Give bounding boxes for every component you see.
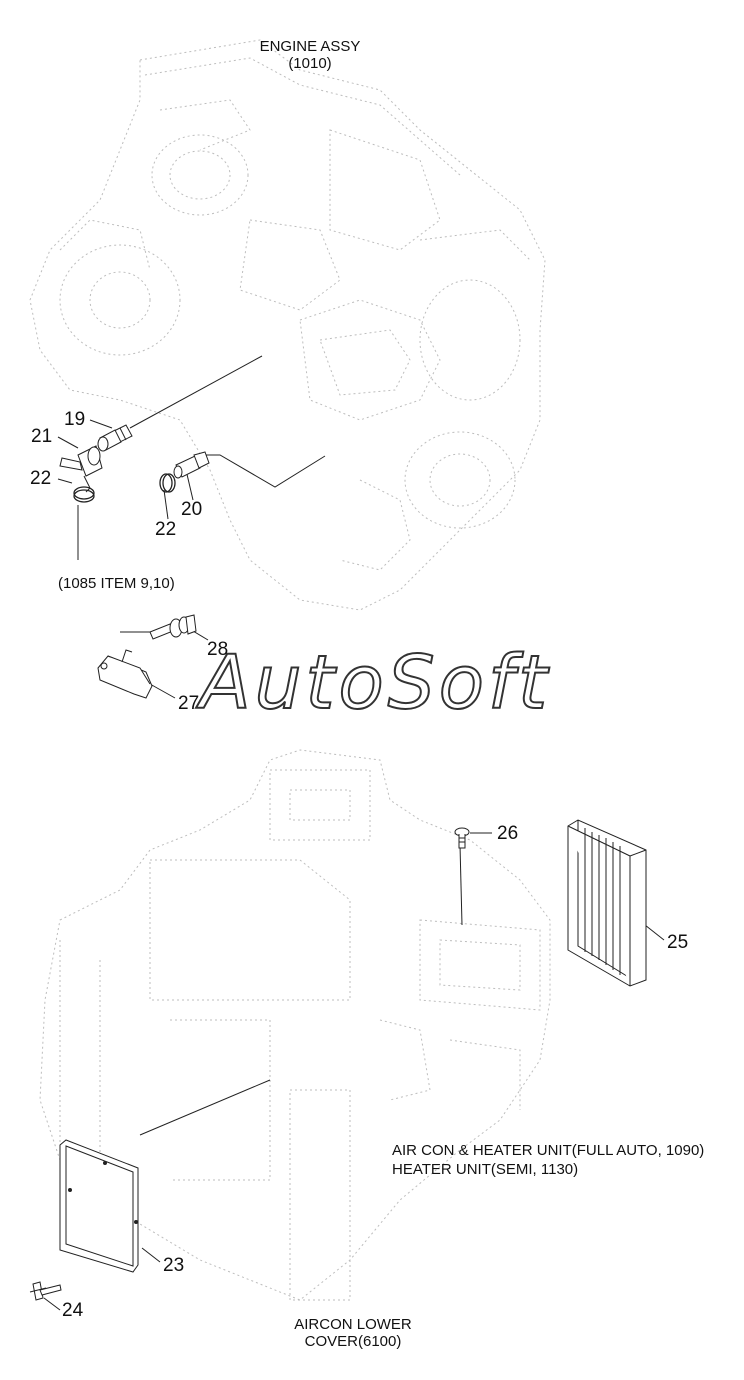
caption-engine-assy-line2: (1010)	[288, 55, 332, 73]
part-20-nipple	[173, 451, 210, 479]
callout-22-left: 22	[30, 468, 52, 489]
caption-aircon-lower-cover-line2: COVER(6100)	[304, 1333, 402, 1351]
part-26-screw	[454, 827, 470, 849]
part-25-filter	[567, 819, 647, 987]
callout-25: 25	[667, 932, 689, 953]
part-19-fitting	[97, 424, 133, 452]
callout-28: 28	[207, 639, 229, 660]
caption-aircon-heater: AIR CON & HEATER UNIT(FULL AUTO, 1090) H…	[392, 1142, 704, 1180]
callout-27: 27	[178, 693, 200, 714]
caption-aircon-lower-cover: AIRCON LOWER COVER(6100)	[278, 1316, 428, 1351]
callout-22-right: 22	[155, 519, 177, 540]
caption-aircon-lower-cover-line1: AIRCON LOWER	[294, 1316, 412, 1333]
callout-19: 19	[64, 409, 86, 430]
part-21-valve	[59, 445, 103, 493]
callout-20: 20	[181, 499, 203, 520]
part-22-clamp-right	[159, 473, 176, 493]
hvac-ghost-outline	[39, 749, 551, 1301]
part-23-cover	[59, 1139, 139, 1273]
part-27-bracket	[97, 649, 153, 699]
callout-21: 21	[31, 426, 53, 447]
caption-aircon-heater-line2: HEATER UNIT(SEMI, 1130)	[392, 1160, 579, 1178]
caption-engine-assy: ENGINE ASSY (1010)	[245, 38, 375, 73]
engine-ghost-outline	[29, 39, 546, 611]
callout-24: 24	[62, 1300, 84, 1321]
leader-lines	[43, 355, 665, 1311]
caption-aircon-heater-line1: AIR CON & HEATER UNIT(FULL AUTO, 1090)	[392, 1142, 705, 1159]
callout-26: 26	[497, 823, 519, 844]
part-22-clamp-left	[73, 486, 95, 503]
callout-23: 23	[163, 1255, 185, 1276]
caption-engine-assy-line1: ENGINE ASSY	[259, 38, 361, 55]
part-24-wing-screw	[29, 1281, 62, 1301]
part-28-bolt	[149, 614, 197, 640]
watermark-text: AutoSoft	[199, 639, 552, 727]
caption-1085-ref: (1085 ITEM 9,10)	[58, 575, 175, 592]
